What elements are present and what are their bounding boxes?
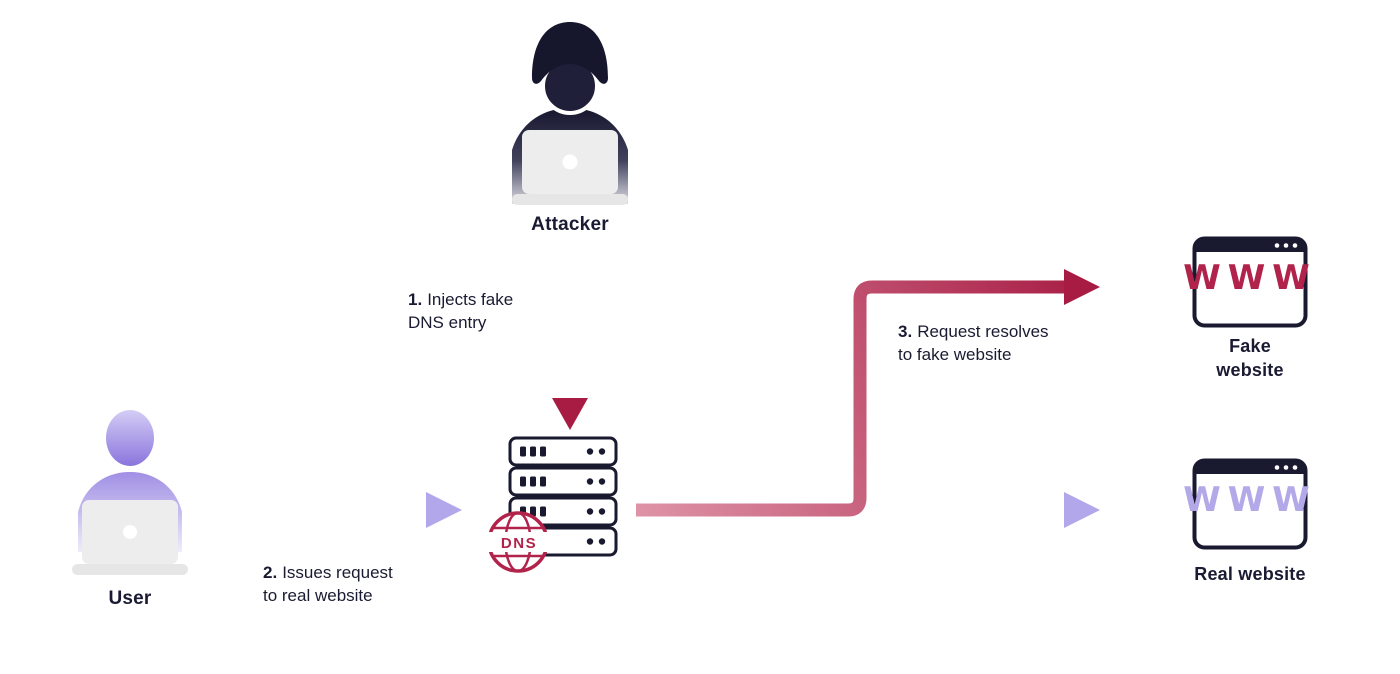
arrow-attacker-to-dns: [544, 258, 596, 438]
dns-server-icon: DNS: [478, 434, 628, 574]
dns-server-svg: DNS: [482, 436, 618, 573]
step-1-number: 1.: [408, 290, 423, 309]
step-2-number: 2.: [263, 563, 278, 582]
attacker-figure-svg: [512, 22, 628, 205]
arrow-right-icon: [222, 492, 462, 528]
step-2-label: 2.Issues request to real website: [263, 561, 433, 607]
dns-globe-icon: DNS: [482, 511, 556, 573]
attacker-label: Attacker: [531, 214, 609, 235]
user-label: User: [108, 588, 152, 609]
real-website-www-text: WWW: [1183, 480, 1317, 520]
user-icon: [62, 402, 198, 594]
dns-badge-text: DNS: [501, 535, 537, 552]
step-3-line-1: 3.Request resolves: [898, 322, 1049, 341]
arrow-user-to-dns: [222, 484, 470, 536]
step-3-label: 3.Request resolves to fake website: [898, 320, 1088, 366]
real-website-icon: [1192, 458, 1308, 550]
step-1-label: 1.Injects fake DNS entry: [408, 288, 558, 334]
step-3-number: 3.: [898, 322, 913, 341]
fake-website-label: Fake website: [1216, 336, 1284, 380]
user-figure-svg: [72, 410, 188, 575]
step-2-line-2: to real website: [263, 586, 373, 605]
attacker-icon: [482, 8, 658, 208]
step-1-line-2: DNS entry: [408, 313, 487, 332]
fake-website-www-text: WWW: [1183, 258, 1317, 298]
step-1-line-1: 1.Injects fake: [408, 290, 514, 309]
real-website-label: Real website: [1194, 564, 1306, 584]
arrow-dns-to-fake-website: [636, 260, 1116, 530]
arrow-down-icon: [552, 262, 588, 430]
step-3-line-2: to fake website: [898, 345, 1012, 364]
arrow-elbow-icon: [636, 269, 1100, 517]
browser-window-icon: [1192, 458, 1308, 550]
fake-website-icon: [1192, 236, 1308, 328]
step-2-line-1: 2.Issues request: [263, 563, 393, 582]
browser-window-icon: [1192, 236, 1308, 328]
